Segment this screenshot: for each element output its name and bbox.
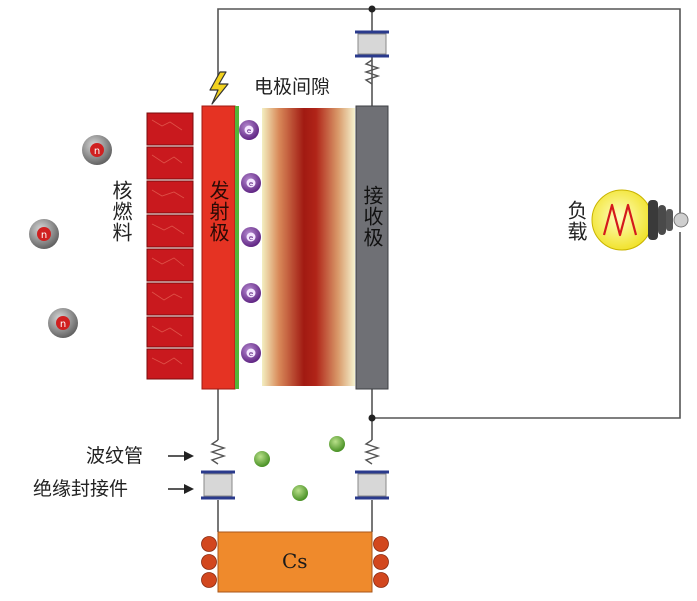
reservoir-heaters-left xyxy=(201,536,217,588)
nuclear-fuel-label: 核燃料 xyxy=(109,180,133,243)
emitter-label: 发射极 xyxy=(206,180,230,243)
cs-vapor-atom xyxy=(254,451,270,467)
electrode-gap-label: 电极间隙 xyxy=(254,76,331,98)
bellows-label: 波纹管 xyxy=(86,445,144,467)
pointer-arrows xyxy=(168,451,194,494)
svg-text:e: e xyxy=(249,350,253,358)
junction-dot-bottom xyxy=(368,414,376,422)
electron: e xyxy=(241,227,261,247)
emitter-plate xyxy=(201,105,236,390)
cs-reservoir xyxy=(217,531,373,593)
nuclear-fuel-stack xyxy=(146,112,194,380)
insulating-seal-label: 绝缘封接件 xyxy=(33,478,129,500)
electron: e xyxy=(241,343,261,363)
svg-text:n: n xyxy=(41,230,47,241)
svg-text:e: e xyxy=(249,290,253,298)
cesium-label: Cs xyxy=(282,549,308,573)
right-bellows xyxy=(363,439,381,465)
svg-text:e: e xyxy=(249,180,253,188)
electron: e xyxy=(241,173,261,193)
collector-label: 接收极 xyxy=(360,185,384,248)
cs-vapor-atom xyxy=(292,485,308,501)
left-bellows xyxy=(209,439,227,465)
electron: e xyxy=(239,120,259,140)
svg-text:n: n xyxy=(60,319,66,330)
svg-text:e: e xyxy=(249,234,253,242)
emitter-coating xyxy=(235,106,239,389)
neutron: n xyxy=(48,308,78,338)
right-insulating-seal xyxy=(355,470,389,500)
top-bellows xyxy=(363,59,381,85)
svg-text:e: e xyxy=(247,127,251,135)
neutron: n xyxy=(82,135,112,165)
circuit-wires xyxy=(217,8,681,532)
load-bulb-icon xyxy=(591,189,689,251)
electrode-gap xyxy=(262,108,355,386)
load-label: 负载 xyxy=(564,200,588,242)
electron: e xyxy=(241,283,261,303)
junction-dot-top xyxy=(368,5,376,13)
left-insulating-seal xyxy=(201,470,235,500)
lightning-icon xyxy=(209,71,229,105)
svg-text:n: n xyxy=(94,146,100,157)
top-insulating-seal xyxy=(355,30,389,58)
collector-plate xyxy=(355,105,389,390)
neutron: n xyxy=(29,219,59,249)
reservoir-heaters-right xyxy=(373,536,389,588)
cs-vapor-atom xyxy=(329,436,345,452)
